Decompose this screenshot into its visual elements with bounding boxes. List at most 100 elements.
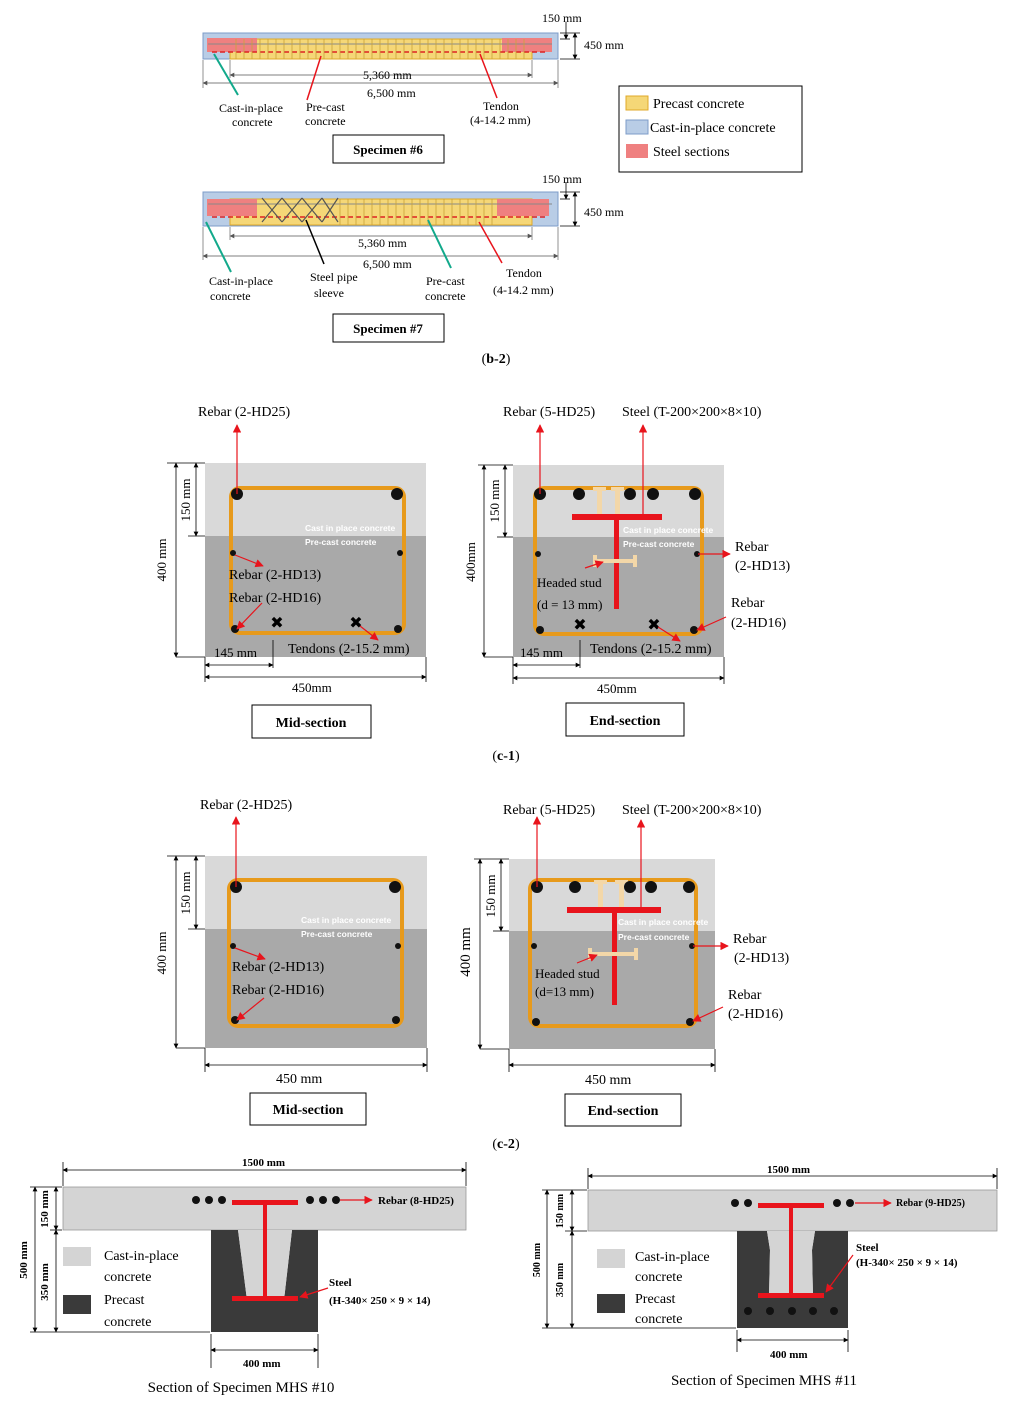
mhs10-dim-350: 350 mm — [39, 1263, 51, 1301]
mhs11-dim-150: 150 mm — [555, 1193, 566, 1228]
spec7-dim-5360: 5,360 mm — [358, 236, 407, 250]
c2-mid-rebar-bot-right — [392, 1016, 400, 1024]
c1-mid-tendon-left: ✖ — [270, 615, 283, 632]
spec7-label-pc-2: concrete — [425, 289, 466, 303]
c2-end-rebar-bot-right — [686, 1018, 694, 1026]
c1-end-stud-label-1: Headed stud — [537, 575, 602, 590]
b2-legend: Precast concrete Cast-in-place concrete … — [618, 85, 803, 173]
c1-mid-rebar-mid-left — [230, 550, 236, 556]
c2-mid-title: Mid-section — [273, 1103, 344, 1118]
mhs11-legend-cip-2: concrete — [635, 1270, 682, 1285]
c2-mid-dim-400: 400 mm — [154, 932, 169, 975]
c2-end-rebar-top-5 — [683, 881, 695, 893]
spec6-title-box — [332, 134, 445, 164]
c1-mid-rebar-mid-right — [397, 550, 403, 556]
spec7-steel-left — [207, 199, 257, 216]
c1-mid-rebar-bot-right — [394, 625, 402, 633]
c2-mid-hd16-label: Rebar (2-HD16) — [232, 983, 324, 998]
legend-swatch-cip — [625, 119, 649, 135]
c2-end-rebar-top-4 — [645, 881, 657, 893]
spec6-dim-5360: 5,360 mm — [363, 68, 412, 82]
c2-mid-rebar-mid-left — [230, 943, 236, 949]
c1-end-rebar-bot-right — [690, 626, 698, 634]
c2-end-title-box — [564, 1093, 682, 1127]
mhs10-dim-400: 400 mm — [243, 1358, 281, 1370]
c1-end-dim-450: 450mm — [597, 681, 637, 696]
mhs11-dim-400: 400 mm — [770, 1349, 808, 1361]
c2-mid-rebar-mid-right — [395, 943, 401, 949]
panel-c1: ✖ ✖ Cast in place concrete Pre-cast conc… — [154, 405, 791, 764]
mhs10-dim-lines — [30, 1162, 467, 1368]
c2-mid-dim-lines — [167, 855, 428, 1072]
mhs11-steel-top-flange — [758, 1203, 824, 1208]
mhs10-dim-150: 150 mm — [39, 1190, 51, 1228]
legend-swatch-steel — [626, 144, 648, 158]
c1-mid-dim-400: 400 mm — [154, 539, 169, 582]
c1-mid-hd13-arrow — [234, 554, 264, 568]
c1-end-rebar-top-4 — [647, 488, 659, 500]
c2-end-dim-400: 400 mm — [458, 927, 474, 977]
c1-end-rebar-top-5 — [689, 488, 701, 500]
specimen-6-beam — [202, 32, 559, 60]
c1-end-rebar-top-2 — [573, 488, 585, 500]
c1-mid-tendon-label: Tendons (2-15.2 mm) — [288, 642, 410, 657]
c1-mid-tendon-right: ✖ — [349, 615, 362, 632]
c1-end-rebar-bot-left — [536, 626, 544, 634]
spec7-label-cip-2: concrete — [210, 289, 251, 303]
mhs10-steel-top-flange — [232, 1200, 298, 1205]
c2-end-hd13-label-1: Rebar — [733, 932, 767, 947]
spec6-dim-6500: 6,500 mm — [367, 86, 416, 100]
mhs10-caption: Section of Specimen MHS #10 — [148, 1380, 335, 1396]
spec7-dim-150: 150 mm — [542, 172, 582, 186]
c1-mid-title-box — [251, 704, 372, 739]
spec7-dim-6500: 6,500 mm — [363, 257, 412, 271]
c2-mid-section: Cast in place concrete Pre-cast concrete… — [154, 798, 428, 1126]
c2-end-dim-lines — [474, 858, 716, 1072]
specimen-7-beam — [202, 191, 559, 227]
c2-end-studs-top — [594, 880, 628, 909]
c2-end-rebar-top-3 — [624, 881, 636, 893]
spec6-label-cip-2: concrete — [232, 115, 273, 129]
c1-mid-stirrup — [229, 486, 406, 635]
c2-mid-precast-zone — [205, 929, 427, 1048]
legend-label-steel: Steel sections — [653, 145, 730, 160]
c2-end-stirrup — [528, 878, 698, 1028]
panel-mhs11: Rebar (9-HD25) Steel (H-340× 250 × 9 × 1… — [532, 1164, 998, 1389]
c1-mid-rebar-top-right — [391, 488, 403, 500]
c1-end-tendon-arrow — [657, 626, 681, 642]
mhs11-dim-1500: 1500 mm — [767, 1164, 810, 1176]
c1-end-cast-label: Cast in place concrete — [623, 525, 714, 535]
c2-end-steel-label: Steel (T-200×200×8×10) — [622, 803, 762, 818]
c1-end-dim-150: 150 mm — [487, 480, 502, 523]
c2-mid-dim-450: 450 mm — [276, 1072, 322, 1087]
spec7-dim-450: 450 mm — [584, 205, 624, 219]
c1-end-rebar-mid-left — [535, 551, 541, 557]
c2-mid-cast-label: Cast in place concrete — [301, 915, 392, 925]
c1-end-hd16-label-2: (2-HD16) — [731, 616, 787, 631]
c2-end-hd13-label-2: (2-HD13) — [734, 951, 790, 966]
legend-swatch-precast — [625, 95, 649, 111]
spec7-precast-body — [229, 198, 533, 226]
mhs10-steel-label-1: Steel — [329, 1277, 352, 1289]
mhs10-rebar-label: Rebar (8-HD25) — [378, 1195, 454, 1207]
mhs11-legend-cip-1: Cast-in-place — [635, 1250, 710, 1265]
mhs11-legend-pc-1: Precast — [635, 1292, 676, 1307]
spec6-tendon-leader — [479, 53, 498, 99]
c2-end-dim-150: 150 mm — [483, 875, 498, 918]
panel-mhs10: Rebar (8-HD25) Steel (H-340× 250 × 9 × 1… — [18, 1157, 467, 1396]
mhs10-steel-web — [263, 1203, 267, 1299]
c2-mid-dim-150: 150 mm — [178, 872, 193, 915]
caption-c1: (c-1) — [492, 749, 520, 764]
mhs10-legend-pc-2: concrete — [104, 1315, 151, 1330]
c1-mid-dim-450: 450mm — [292, 680, 332, 695]
c1-end-precast-label: Pre-cast concrete — [623, 539, 695, 549]
mhs11-steel-label-1: Steel — [856, 1242, 879, 1254]
mhs11-legend-cip-swatch — [597, 1249, 625, 1268]
c1-mid-cast-label: Cast in place concrete — [305, 523, 396, 533]
mhs10-legend-cip-swatch — [63, 1247, 91, 1266]
legend-label-cip: Cast-in-place concrete — [650, 121, 776, 136]
mhs11-dim-350: 350 mm — [555, 1262, 566, 1297]
mhs11-dim-500: 500 mm — [532, 1242, 543, 1277]
spec7-label-sleeve-1: Steel pipe — [310, 270, 358, 284]
